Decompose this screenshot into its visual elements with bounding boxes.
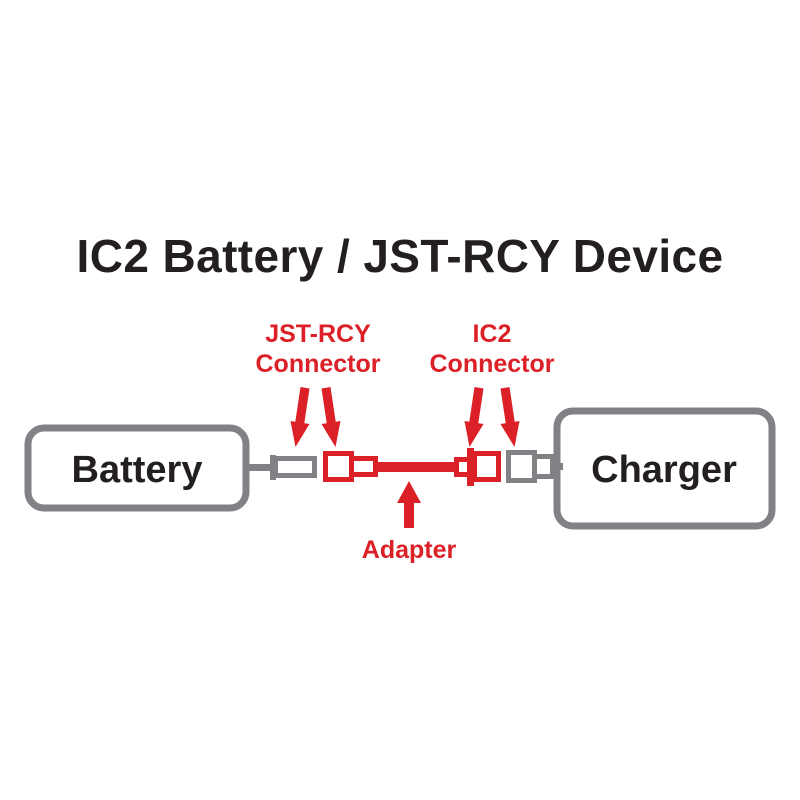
page-title: IC2 Battery / JST-RCY Device [77,230,724,282]
callout-ic2-line1: IC2 [473,320,512,348]
callout-jst-rcy-line2: Connector [256,350,381,378]
red-ic2-male-connector [454,448,501,486]
gray-ic2-female-connector [506,450,563,483]
down-arrow-icon-jst-left [290,387,310,447]
callout-adapter-label: Adapter [362,536,457,564]
up-arrow-icon-adapter [397,481,421,528]
charger-box: Charger [553,407,776,530]
callout-jst-rcy-line1: JST-RCY [265,320,371,348]
charger-box-label: Charger [591,449,737,491]
jst-rcy-arrow-group [290,387,341,447]
down-arrow-icon-ic2-right [500,387,520,447]
down-arrow-icon-ic2-left [464,387,484,447]
battery-box-label: Battery [72,449,203,491]
red-adapter-wire [375,462,459,472]
gray-jst-rcy-male-connector [246,455,317,480]
callout-ic2-line2: Connector [430,350,555,378]
battery-box: Battery [24,424,250,512]
ic2-arrow-group [464,387,520,447]
down-arrow-icon-jst-right [321,387,341,447]
red-jst-rcy-female-connector [323,451,378,482]
